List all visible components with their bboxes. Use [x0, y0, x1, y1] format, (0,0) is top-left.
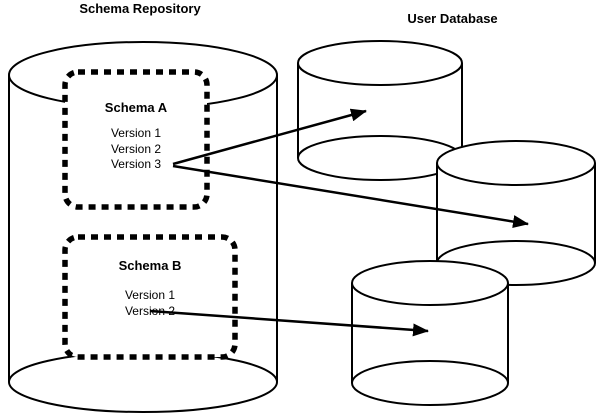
schema-a-versions: Version 1 Version 2 Version 3 [65, 126, 207, 173]
schema-a-box [62, 69, 210, 210]
user-database-3-cylinder [351, 260, 509, 406]
schema-b-content: Schema B Version 1 Version 2 [65, 258, 235, 319]
schema-a-version-3: Version 3 [110, 157, 162, 171]
schema-a-name: Schema A [104, 100, 168, 115]
schema-b-name: Schema B [118, 258, 182, 273]
schema-a-version-1: Version 1 [110, 126, 162, 140]
arrow-schemaA-v3-to-db2 [172, 164, 529, 228]
schema-b-versions: Version 1 Version 2 [65, 288, 235, 319]
repository-title: Schema Repository [79, 1, 201, 16]
schema-a-content: Schema A Version 1 Version 2 Version 3 [65, 100, 207, 173]
schema-a-version-2: Version 2 [110, 141, 162, 156]
schema-b-version-2: Version 2 [124, 303, 176, 318]
user-database-1-cylinder [297, 40, 463, 181]
user-database-title: User Database [407, 11, 498, 26]
schema-b-version-1: Version 1 [124, 288, 176, 302]
user-database-2-cylinder [436, 140, 596, 286]
schema-b-box [62, 234, 238, 360]
arrow-schemaA-v3-to-db1 [172, 108, 367, 166]
arrow-schemaB-v2-to-db3 [149, 309, 429, 337]
